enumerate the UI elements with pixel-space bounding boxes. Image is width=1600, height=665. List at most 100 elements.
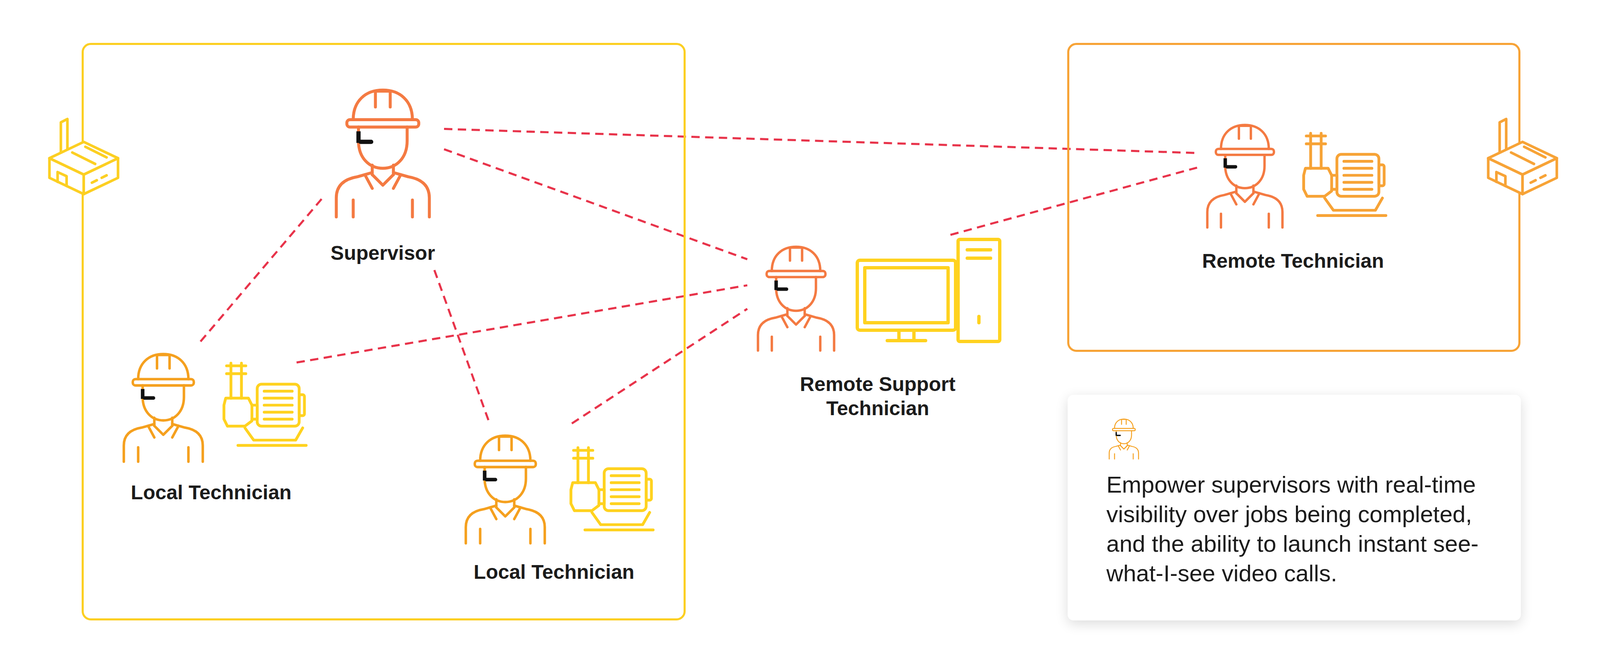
motor-body	[1336, 154, 1379, 197]
person-stroke	[1116, 430, 1132, 444]
supervisor-node: Supervisor	[321, 76, 445, 271]
person-stroke	[1236, 193, 1254, 203]
person-icon	[1107, 416, 1141, 460]
pump-stroke	[1303, 168, 1332, 197]
person-stroke	[154, 426, 173, 436]
pump-stroke	[591, 512, 650, 525]
remote-site-boundary: Remote Technician	[1067, 42, 1521, 352]
pump-icon	[571, 447, 654, 530]
hat-brim	[1215, 149, 1274, 155]
person-stroke	[499, 436, 512, 450]
person-stroke	[789, 247, 802, 261]
pump-stroke	[577, 447, 589, 483]
person-icon	[752, 239, 840, 353]
person-stroke	[496, 499, 515, 508]
person-stroke	[138, 354, 189, 380]
person-stroke	[353, 89, 413, 120]
person-stroke	[1230, 193, 1260, 205]
person-stroke	[1121, 419, 1126, 425]
pump-stroke	[224, 398, 253, 427]
monitor-stand	[887, 330, 926, 341]
pump-icon	[1303, 133, 1386, 216]
factory-roof	[1488, 142, 1558, 175]
factory-door	[1496, 172, 1506, 186]
pump-stroke	[573, 450, 593, 459]
person-stroke	[1225, 154, 1265, 189]
motor-body	[257, 384, 300, 427]
role-label: Local Technician	[473, 560, 635, 585]
hat-brim	[346, 119, 420, 128]
person-stroke	[375, 91, 391, 108]
person-stroke	[372, 174, 394, 185]
person-stroke	[364, 174, 401, 189]
technician-node: Remote Technician	[1197, 112, 1390, 279]
person-icon	[465, 435, 545, 544]
factory-windows	[92, 175, 107, 183]
role-label: Local Technician	[130, 480, 292, 505]
note-text: Empower supervisors with real-time visib…	[1106, 469, 1498, 589]
dashed-link	[200, 199, 322, 342]
person-icon	[326, 81, 440, 220]
person-stroke	[1239, 125, 1252, 139]
person-icon	[1109, 419, 1139, 460]
person-icon	[336, 89, 430, 218]
technician-node: Local Technician	[454, 423, 640, 590]
pump-stroke	[244, 428, 303, 441]
site-boundary: SupervisorLocal TechnicianLocal Technici…	[81, 42, 686, 621]
monitor	[857, 260, 956, 331]
factory-icon	[49, 119, 119, 195]
person-icon	[758, 247, 835, 351]
headset-mic	[142, 396, 155, 400]
factory-roof	[49, 142, 119, 175]
motor-body	[604, 469, 647, 512]
person-stroke	[353, 199, 413, 218]
support-node: Remote Support Technician	[747, 234, 975, 426]
person-stroke	[771, 336, 821, 351]
dashed-link	[571, 309, 748, 424]
headset-mic	[1116, 434, 1121, 437]
person-stroke	[154, 417, 173, 426]
dashed-link	[296, 285, 748, 363]
person-stroke	[1236, 185, 1254, 194]
pump-stroke	[611, 475, 640, 504]
headset-mic	[776, 287, 789, 291]
person-stroke	[1114, 454, 1134, 460]
factory-symbol	[42, 114, 125, 200]
pump-stroke	[264, 391, 293, 420]
person-stroke	[787, 308, 805, 317]
technician-node: Local Technician	[112, 341, 297, 510]
factory-symbol	[1481, 114, 1564, 200]
role-label: Remote Support Technician	[786, 372, 970, 421]
motor-cap	[1378, 164, 1385, 186]
motor-cap	[646, 479, 652, 501]
person-stroke	[1120, 445, 1128, 450]
hat-brim	[766, 271, 826, 278]
hat-brim	[132, 379, 194, 386]
factory-icon	[1488, 119, 1558, 195]
screen	[864, 267, 949, 323]
dashed-link	[434, 270, 490, 424]
person-stroke	[776, 277, 817, 311]
pump-stroke	[584, 528, 654, 532]
headset-mic	[358, 139, 374, 145]
pump-stroke	[1310, 133, 1321, 169]
person-stroke	[1221, 124, 1270, 149]
pump-stroke	[1343, 161, 1372, 190]
person-stroke	[1221, 213, 1270, 228]
dashed-link	[444, 129, 1198, 154]
dashed-link	[444, 149, 748, 260]
person-icon	[1202, 117, 1288, 230]
hat-brim	[474, 461, 536, 468]
factory-door	[57, 172, 67, 186]
tower	[958, 239, 1000, 342]
person-stroke	[771, 247, 821, 272]
person-icon	[123, 354, 203, 462]
pump-stroke	[1317, 214, 1386, 218]
person-stroke	[138, 447, 189, 462]
motor-cap	[299, 394, 305, 416]
pump-icon	[224, 363, 307, 446]
headset-mic	[484, 477, 497, 482]
factory-roof-ridge	[72, 146, 107, 164]
role-label: Remote Technician	[1202, 249, 1385, 274]
person-stroke	[142, 385, 184, 421]
